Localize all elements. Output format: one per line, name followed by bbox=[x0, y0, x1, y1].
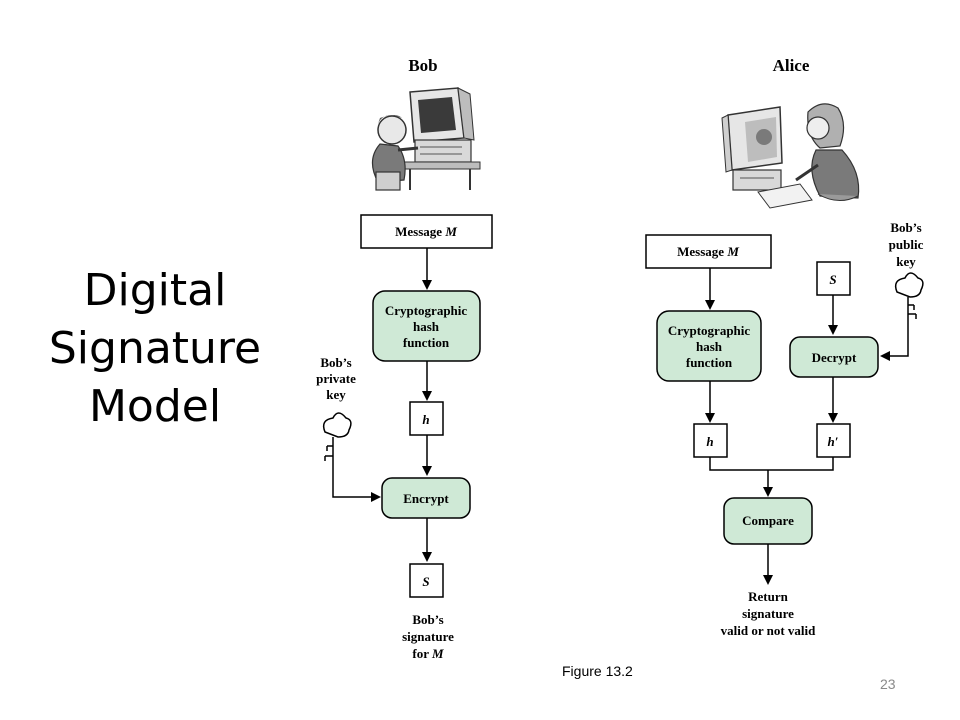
bob-key-label-2: private bbox=[316, 371, 356, 386]
bob-hash-label-1: Cryptographic bbox=[385, 303, 468, 318]
alice-signature-value: S bbox=[829, 272, 836, 287]
alice-hash-value: h bbox=[706, 434, 713, 449]
bob-signature-label-1: Bob’s bbox=[412, 612, 443, 627]
alice-computer-illustration bbox=[721, 103, 860, 209]
bob-computer-illustration bbox=[371, 87, 481, 191]
alice-hash-label-3: function bbox=[686, 355, 733, 370]
bob-key-label-1: Bob’s bbox=[320, 355, 351, 370]
encrypt-box bbox=[381, 477, 471, 519]
alice-key-label-2: public bbox=[889, 237, 924, 252]
title-line-3: Model bbox=[88, 381, 222, 432]
alice-hash-label-1: Cryptographic bbox=[668, 323, 751, 338]
encrypt-label: Encrypt bbox=[403, 491, 449, 506]
result-label-3: valid or not valid bbox=[721, 623, 817, 638]
result-label-2: signature bbox=[742, 606, 794, 621]
alice-name: Alice bbox=[773, 56, 810, 75]
figure-caption: Figure 13.2 bbox=[562, 663, 633, 679]
result-label-1: Return bbox=[748, 589, 788, 604]
slide-title: Digital Signature Model bbox=[20, 262, 290, 436]
title-line-1: Digital bbox=[83, 265, 227, 316]
alice-key-label-3: key bbox=[896, 254, 916, 269]
compare-label: Compare bbox=[742, 513, 794, 528]
bob-hash-value-box bbox=[409, 401, 444, 436]
bob-name: Bob bbox=[408, 56, 437, 75]
alice-key-label-1: Bob’s bbox=[890, 220, 921, 235]
decrypt-label: Decrypt bbox=[812, 350, 857, 365]
bob-message-box bbox=[360, 214, 493, 249]
public-key-icon bbox=[894, 272, 924, 320]
alice-decrypted-hash-box bbox=[816, 423, 851, 458]
alice-message-label: Message M bbox=[677, 244, 739, 259]
bob-signature-label-2: signature bbox=[402, 629, 454, 644]
alice-hash-label-2: hash bbox=[696, 339, 723, 354]
page-number: 23 bbox=[880, 676, 896, 692]
bob-signature-value: S bbox=[422, 574, 429, 589]
alice-message-box bbox=[645, 234, 772, 269]
decrypt-box bbox=[789, 336, 879, 378]
bob-signature-label-3: for M bbox=[412, 646, 444, 661]
alice-decrypted-hash-value: h′ bbox=[828, 434, 839, 449]
bob-hash-label-2: hash bbox=[413, 319, 440, 334]
bob-message-label: Message M bbox=[395, 224, 457, 239]
bob-key-label-3: key bbox=[326, 387, 346, 402]
private-key-icon bbox=[322, 412, 352, 462]
bob-signature-box bbox=[409, 563, 444, 598]
bob-hash-value: h bbox=[422, 412, 429, 427]
alice-hash-function-box bbox=[656, 310, 762, 382]
title-line-2: Signature bbox=[48, 323, 262, 374]
bob-hash-label-3: function bbox=[403, 335, 450, 350]
